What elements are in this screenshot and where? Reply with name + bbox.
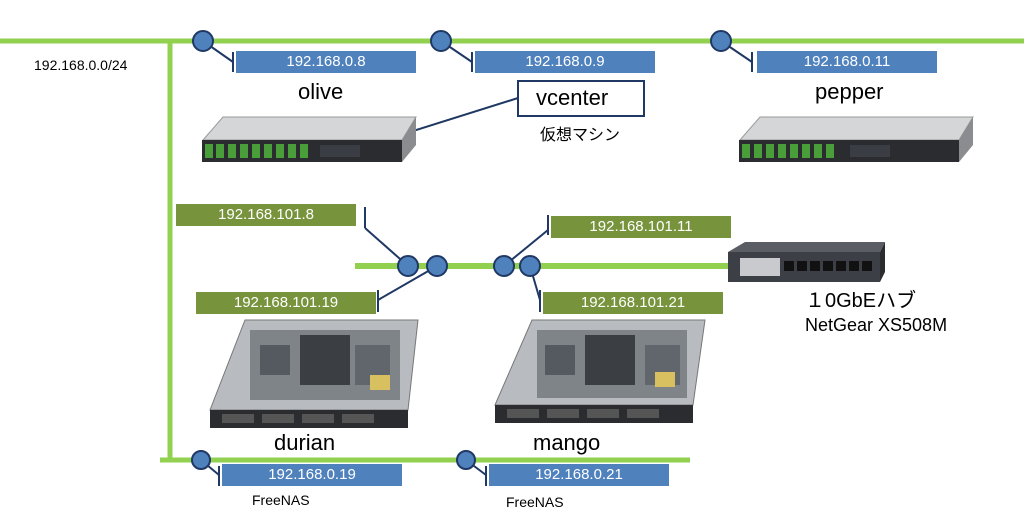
mango-lan-node (456, 450, 476, 470)
pepper-lan-node (710, 30, 732, 52)
durian-hostname: durian (274, 430, 336, 455)
mango-role: FreeNAS (506, 494, 564, 510)
durian-role: FreeNAS (252, 492, 310, 508)
pepper-10g-ip-label: 192.168.101.11 (551, 216, 731, 238)
durian-ip-label: 192.168.0.19 (222, 464, 402, 486)
network-label: 192.168.0.0/24 (34, 57, 128, 73)
vcenter-ip-label: 192.168.0.9 (475, 51, 655, 73)
olive-ip-label: 192.168.0.8 (236, 51, 416, 73)
olive-server-image (201, 116, 417, 162)
pepper-10g-node (493, 255, 515, 277)
switch-model: NetGear XS508M (805, 315, 948, 335)
mango-server-image (494, 319, 706, 423)
olive-10g-ip-label: 192.168.101.8 (176, 204, 356, 226)
durian-10g-node (426, 255, 448, 277)
durian-lan-node (191, 450, 211, 470)
vcenter-lan-node (430, 30, 452, 52)
mango-ip-label: 192.168.0.21 (489, 464, 669, 486)
durian-10g-connector (377, 265, 438, 301)
durian-10g-ip-label: 192.168.101.19 (196, 292, 376, 314)
switch-title: １0GbEハブ (805, 290, 917, 312)
vcenter-note: 仮想マシン (540, 127, 621, 144)
vcenter-hostname: vcenter (536, 85, 609, 110)
switch-image (728, 242, 885, 282)
olive-10g-node (397, 255, 419, 277)
pepper-ip-label: 192.168.0.11 (757, 51, 937, 73)
durian-server-image (209, 319, 419, 428)
mango-10g-ip-label: 192.168.101.21 (543, 292, 723, 314)
mango-hostname: mango (533, 430, 601, 455)
olive-lan-node (192, 30, 214, 52)
pepper-server-image (738, 116, 974, 162)
olive-hostname: olive (298, 79, 344, 104)
mango-10g-node (519, 255, 541, 277)
pepper-hostname: pepper (815, 79, 884, 104)
